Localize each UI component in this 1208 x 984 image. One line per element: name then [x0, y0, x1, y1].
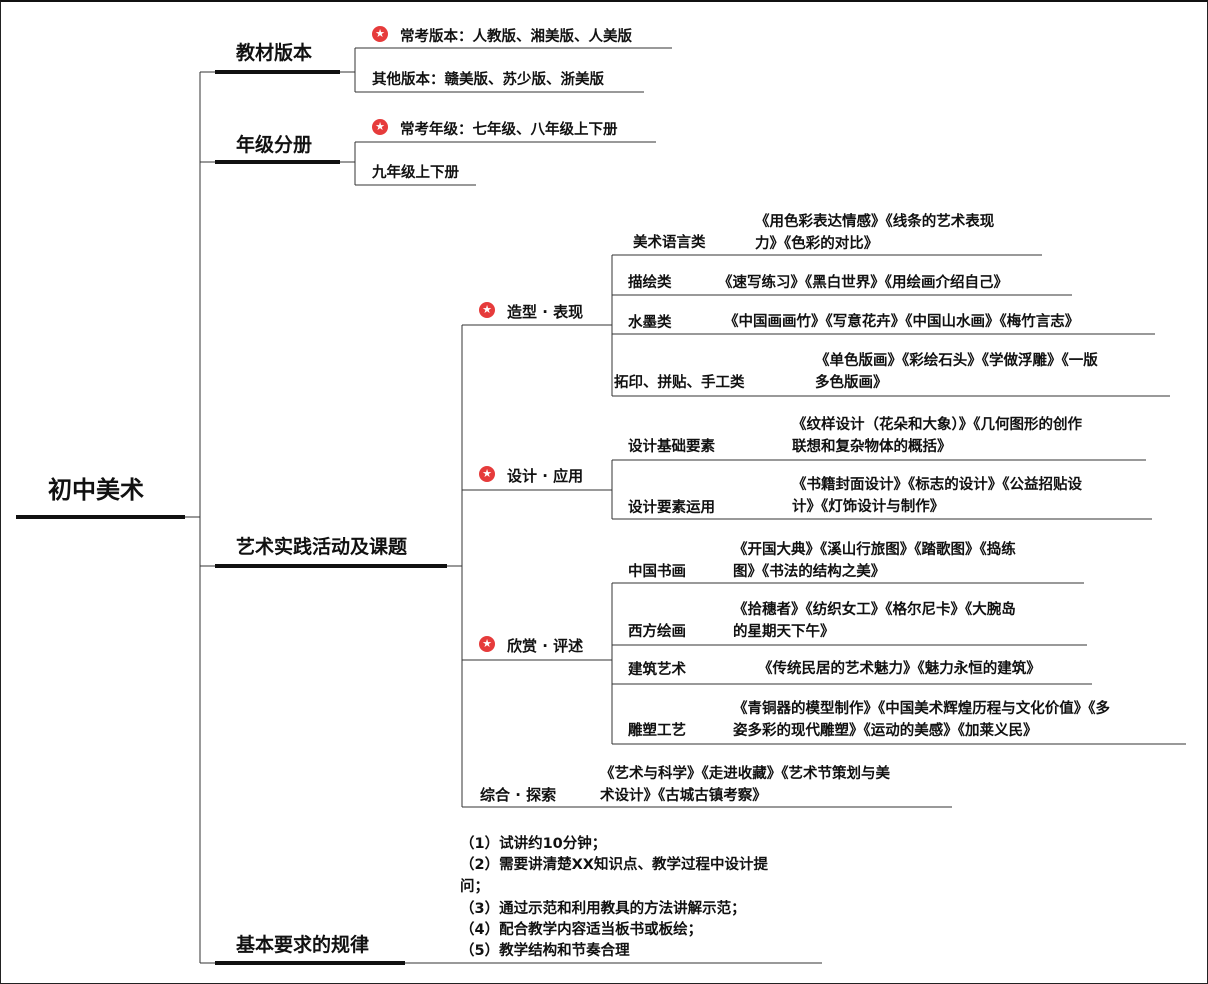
sub-name: 设计要素运用 — [628, 500, 715, 516]
star-icon — [479, 302, 495, 318]
sub-name: 西方绘画 — [628, 624, 686, 640]
sub-content: 联想和复杂物体的概括》 — [792, 439, 952, 455]
sub-content: 术设计》《古城古镇考察》 — [600, 788, 767, 804]
sub-name: 建筑艺术 — [628, 662, 686, 678]
sub-content: 《传统民居的艺术魅力》《魅力永恒的建筑》 — [758, 661, 1041, 677]
textbook-common: 常考版本：人教版、湘美版、人美版 — [400, 29, 632, 45]
requirement-line: 问； — [460, 879, 489, 895]
grade-common: 常考年级：七年级、八年级上下册 — [400, 122, 618, 138]
sub-content: 《单色版画》《彩绘石头》《学做浮雕》《一版 — [815, 353, 1098, 369]
sub-content: 《书籍封面设计》《标志的设计》《公益招贴设 — [792, 477, 1082, 493]
sub-content: 《速写练习》《黑白世界》《用绘画介绍自己》 — [718, 275, 1008, 291]
sub-content: 力》《色彩的对比》 — [755, 236, 879, 252]
root-topic: 初中美术 — [48, 476, 144, 504]
branch-requirements: 基本要求的规律 — [236, 934, 370, 956]
grade-other: 九年级上下册 — [372, 165, 459, 181]
sub-name: 美术语言类 — [633, 235, 706, 251]
star-icon — [372, 26, 388, 42]
requirement-line: （1）试讲约10分钟； — [460, 836, 607, 852]
sub-name: 设计基础要素 — [628, 439, 715, 455]
star-icon — [372, 119, 388, 135]
group-design: 设计 · 应用 — [507, 467, 584, 485]
sub-content: 《用色彩表达情感》《线条的艺术表现 — [755, 214, 995, 230]
requirement-line: （5）教学结构和节奏合理 — [460, 943, 630, 959]
branch-practice: 艺术实践活动及课题 — [236, 536, 408, 558]
sub-content: 《拾穗者》《纺织女工》《格尔尼卡》《大腕岛 — [733, 602, 1016, 618]
sub-name: 雕塑工艺 — [628, 723, 686, 739]
sub-name: 描绘类 — [628, 275, 672, 291]
group-synthesis: 综合 · 探索 — [480, 786, 557, 804]
sub-content: 《中国画画竹》《写意花卉》《中国山水画》《梅竹言志》 — [724, 314, 1080, 330]
sub-content: 《艺术与科学》《走进收藏》《艺术节策划与美 — [600, 766, 890, 782]
branch-grade: 年级分册 — [236, 134, 313, 156]
requirement-line: （2）需要讲清楚XX知识点、教学过程中设计提 — [460, 857, 768, 873]
group-appreciation: 欣赏 · 评述 — [507, 637, 584, 655]
star-icon — [479, 466, 495, 482]
star-icon — [479, 636, 495, 652]
requirement-line: （4）配合教学内容适当板书或板绘； — [460, 922, 703, 938]
sub-name: 水墨类 — [628, 315, 672, 331]
sub-content: 的星期天下午》 — [733, 624, 835, 640]
sub-name: 中国书画 — [628, 564, 686, 580]
requirement-line: （3）通过示范和利用教具的方法讲解示范； — [460, 901, 746, 917]
sub-content: 《纹样设计（花朵和大象）》《几何图形的创作 — [792, 417, 1082, 433]
branch-textbook: 教材版本 — [236, 42, 313, 64]
group-shaping: 造型 · 表现 — [507, 303, 584, 321]
sub-name: 拓印、拼贴、手工类 — [614, 375, 745, 391]
textbook-other: 其他版本：赣美版、苏少版、浙美版 — [372, 72, 604, 88]
sub-content: 图》《书法的结构之美》 — [733, 564, 886, 580]
sub-content: 多色版画》 — [815, 375, 888, 391]
sub-content: 《开国大典》《溪山行旅图》《踏歌图》《捣练 — [733, 542, 1016, 558]
sub-content: 计》《灯饰设计与制作》 — [792, 499, 945, 515]
sub-content: 姿多彩的现代雕塑》《运动的美感》《加莱义民》 — [733, 723, 1038, 739]
sub-content: 《青铜器的模型制作》《中国美术辉煌历程与文化价值》《多 — [733, 701, 1110, 717]
